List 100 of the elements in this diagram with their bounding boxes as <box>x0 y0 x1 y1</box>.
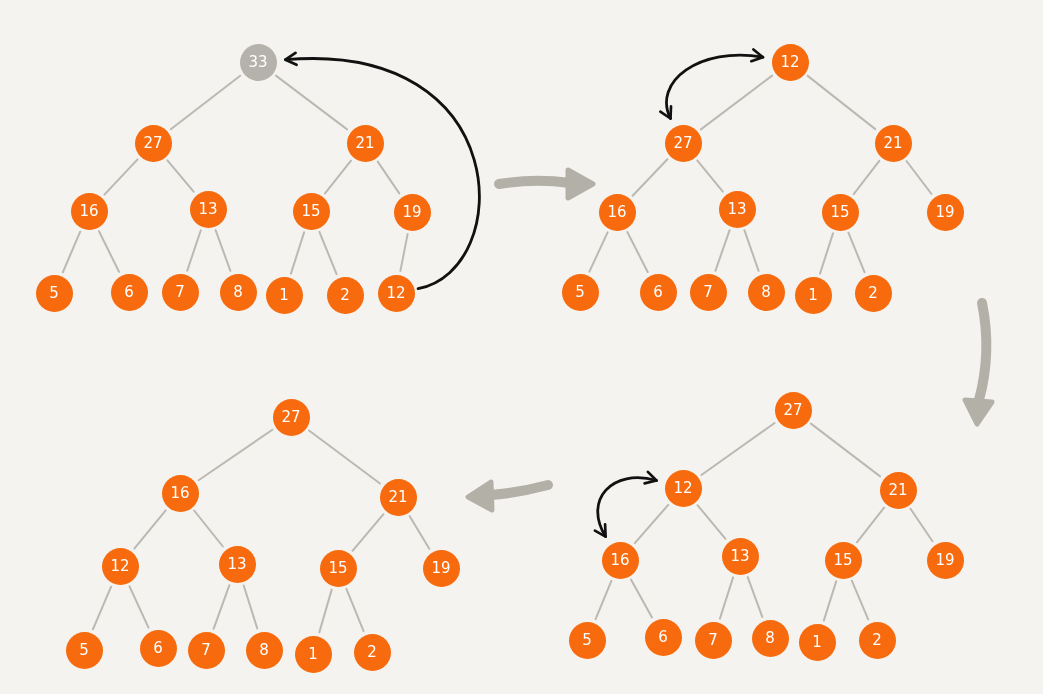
tree-node: 5 <box>568 621 606 659</box>
tree-edge-line <box>308 429 381 485</box>
tree-edge-line <box>633 503 670 545</box>
tree-edge-line <box>630 578 653 619</box>
tree-edge-line <box>822 580 838 622</box>
tree-edge-line <box>274 74 349 131</box>
tree-node: 16 <box>598 193 636 231</box>
tree-edge-line <box>61 230 82 274</box>
tree-node: 2 <box>353 633 391 671</box>
tree-node: 27 <box>272 398 310 436</box>
tree-edge-line <box>718 576 735 620</box>
tree-edge-line <box>847 231 866 274</box>
tree-node: 2 <box>858 621 896 659</box>
tree-edge-line <box>909 507 934 543</box>
tree-edge-line <box>631 158 669 197</box>
tree-node: 6 <box>110 273 148 311</box>
tree-node: 27 <box>134 124 172 162</box>
tree-edge-line <box>696 504 727 540</box>
tree-node: 27 <box>664 124 702 162</box>
tree-edge-line <box>714 229 731 272</box>
tree-node: 16 <box>70 192 108 230</box>
tree-edge-line <box>166 159 195 193</box>
tree-node: 6 <box>639 273 677 311</box>
tree-node: 13 <box>189 190 227 228</box>
tree-edge-line <box>588 231 609 273</box>
tree-edge-line <box>905 160 933 195</box>
tree-node: 21 <box>346 124 384 162</box>
tree-node: 12 <box>771 43 809 81</box>
tree-node: 5 <box>561 273 599 311</box>
tree-edge-line <box>318 588 333 634</box>
tree-node: 15 <box>821 193 859 231</box>
tree-node: 19 <box>393 193 431 231</box>
tree-node: 6 <box>139 629 177 667</box>
tree-node: 15 <box>319 549 357 587</box>
tree-node: 5 <box>35 274 73 312</box>
tree-node: 8 <box>747 273 785 311</box>
double-headed-arrow <box>659 48 765 120</box>
tree-edge-line <box>193 509 224 548</box>
tree-edge-line <box>408 515 431 550</box>
tree-node: 8 <box>245 631 283 669</box>
tree-edge-line <box>91 585 113 631</box>
tree-node: 6 <box>644 618 682 656</box>
tree-node: 21 <box>874 124 912 162</box>
tree-node: 13 <box>218 545 256 583</box>
tree-edge-line <box>103 158 139 196</box>
tree-edge-line <box>850 579 870 621</box>
tree-edge-line <box>197 428 274 482</box>
tree-edge-line <box>169 74 242 131</box>
tree-edge-line <box>819 232 834 275</box>
tree-node: 12 <box>377 274 415 312</box>
tree-edge-line <box>133 509 167 550</box>
tree-edge-line <box>399 233 409 272</box>
tree-edge-line <box>594 579 613 621</box>
tree-node: 13 <box>718 190 756 228</box>
tree-node: 7 <box>187 631 225 669</box>
tree-node: 19 <box>926 193 964 231</box>
tree-edge-line <box>700 422 776 476</box>
tree-node: 1 <box>294 635 332 673</box>
tree-edge-line <box>806 74 877 131</box>
tree-node: 21 <box>379 478 417 516</box>
tree-node: 1 <box>265 276 303 314</box>
tree-node: 12 <box>664 469 702 507</box>
double-headed-arrow <box>594 471 658 538</box>
tree-node: 1 <box>798 623 836 661</box>
tree-edge-line <box>696 159 724 193</box>
tree-node: 15 <box>824 541 862 579</box>
tree-node: 2 <box>854 274 892 312</box>
tree-edge-line <box>626 231 649 273</box>
tree-node: 13 <box>721 537 759 575</box>
tree-node: 5 <box>65 631 103 669</box>
tree-node: 1 <box>794 276 832 314</box>
tree-node: 19 <box>422 549 460 587</box>
tree-edge-line <box>743 229 760 272</box>
tree-edge-line <box>855 506 886 544</box>
tree-edge-line <box>289 231 306 275</box>
tree-node: 27 <box>774 391 812 429</box>
tree-node: 2 <box>326 276 364 314</box>
tree-edge-line <box>746 576 764 618</box>
tree-edge-line <box>809 422 882 478</box>
tree-node: 16 <box>601 541 639 579</box>
tree-edge-line <box>324 159 352 195</box>
tree-node: 8 <box>219 273 257 311</box>
tree-edge-line <box>345 587 365 633</box>
tree-node: 7 <box>689 273 727 311</box>
curved-arrow <box>284 52 481 291</box>
tree-edge-line <box>186 229 202 272</box>
tree-node: 16 <box>161 474 199 512</box>
tree-node: 15 <box>292 192 330 230</box>
tree-edge-line <box>699 74 774 131</box>
tree-node: 7 <box>161 273 199 311</box>
tree-edge-line <box>318 230 338 276</box>
tree-edge-line <box>214 229 232 272</box>
tree-node: 12 <box>101 547 139 585</box>
tree-node: 8 <box>751 619 789 657</box>
tree-node: 33 <box>239 43 277 81</box>
tree-edge-line <box>128 585 150 629</box>
tree-edge-line <box>212 584 231 630</box>
tree-edge-line <box>376 160 401 195</box>
tree-node: 19 <box>926 541 964 579</box>
tree-node: 21 <box>879 471 917 509</box>
